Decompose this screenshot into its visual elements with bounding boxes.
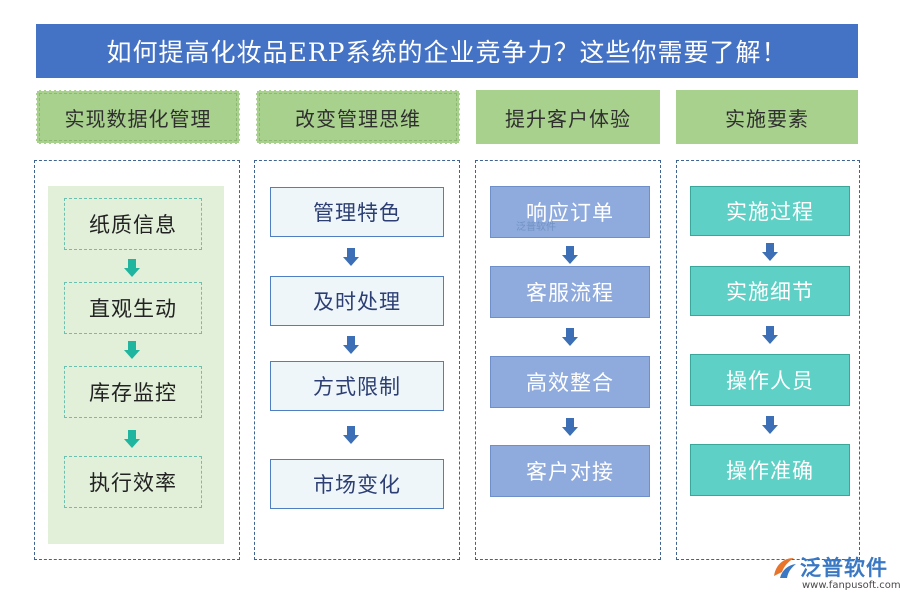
- logo-url: www.fanpusoft.com: [802, 580, 900, 591]
- step-box: 库存监控: [64, 366, 202, 418]
- step-box: 及时处理: [270, 276, 444, 326]
- down-arrow-icon: [124, 430, 140, 448]
- column-frame-1: [34, 160, 240, 560]
- down-arrow-icon: [124, 259, 140, 277]
- step-box: 实施细节: [690, 266, 850, 316]
- column-header-2: 改变管理思维: [256, 90, 460, 144]
- page-title: 如何提高化妆品ERP系统的企业竞争力？这些你需要了解！: [36, 24, 858, 78]
- column-frame-4: [676, 160, 860, 560]
- step-box: 方式限制: [270, 361, 444, 411]
- down-arrow-icon: [124, 341, 140, 359]
- step-box: 响应订单: [490, 186, 650, 238]
- column-header-4: 实施要素: [676, 90, 858, 144]
- step-box: 直观生动: [64, 282, 202, 334]
- down-arrow-icon: [343, 426, 359, 444]
- watermark: 泛普软件: [516, 222, 556, 233]
- brand-logo: 泛普软件 www.fanpusoft.com: [770, 552, 900, 598]
- step-box: 实施过程: [690, 186, 850, 236]
- step-box: 高效整合: [490, 356, 650, 408]
- column-header-1: 实现数据化管理: [36, 90, 240, 144]
- down-arrow-icon: [562, 246, 578, 264]
- column-frame-2: [254, 160, 460, 560]
- down-arrow-icon: [343, 248, 359, 266]
- down-arrow-icon: [343, 336, 359, 354]
- down-arrow-icon: [562, 418, 578, 436]
- step-box: 操作准确: [690, 444, 850, 496]
- logo-name: 泛普软件: [800, 556, 888, 580]
- down-arrow-icon: [762, 416, 778, 434]
- column-header-3: 提升客户体验: [476, 90, 660, 144]
- down-arrow-icon: [762, 243, 778, 261]
- step-box: 执行效率: [64, 456, 202, 508]
- step-box: 管理特色: [270, 187, 444, 237]
- step-box: 客服流程: [490, 266, 650, 318]
- step-box: 客户对接: [490, 445, 650, 497]
- fanpu-logo-icon: [774, 558, 796, 578]
- step-box: 操作人员: [690, 354, 850, 406]
- step-box: 纸质信息: [64, 198, 202, 250]
- column-frame-3: [475, 160, 661, 560]
- down-arrow-icon: [762, 326, 778, 344]
- down-arrow-icon: [562, 328, 578, 346]
- step-box: 市场变化: [270, 459, 444, 509]
